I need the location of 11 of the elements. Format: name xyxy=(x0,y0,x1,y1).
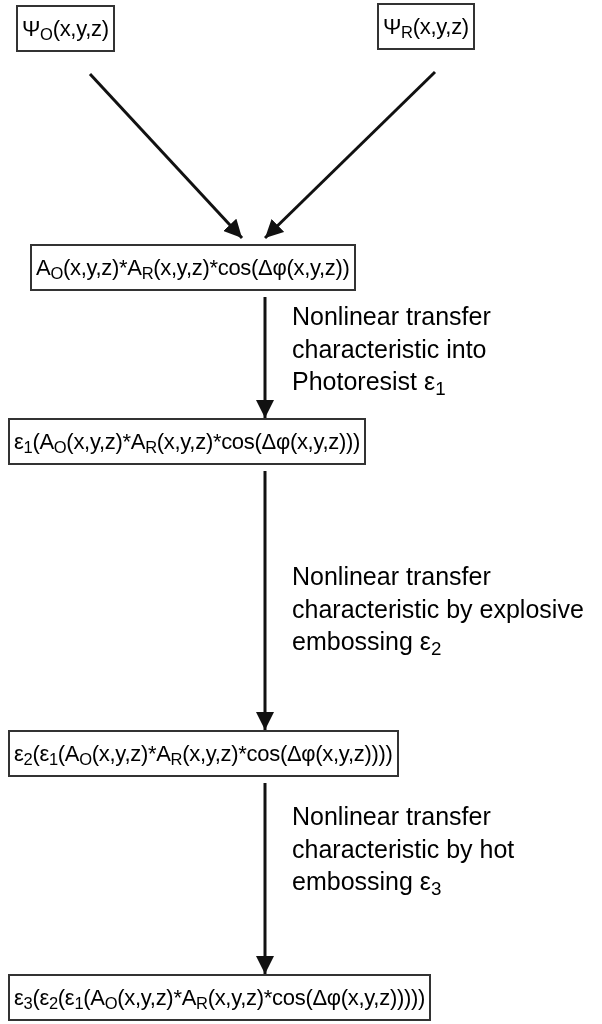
arrow xyxy=(256,471,274,730)
formula-box: Ψ$_{O}$(x,y,z) xyxy=(16,5,115,53)
arrow xyxy=(263,70,437,240)
arrow xyxy=(256,297,274,418)
formula-box: ε$_{1}$(A$_{O}$(x,y,z)*A$_{R}$(x,y,z)*cos(Δφ(x,y,z))) xyxy=(8,418,367,466)
arrow xyxy=(88,73,244,239)
arrow xyxy=(256,783,274,974)
formula-box: A$_{O}$(x,y,z)*A$_{R}$(x,y,z)*cos(Δφ(x,y,z)) xyxy=(30,244,356,292)
formula-box: Ψ$_{R}$(x,y,z) xyxy=(377,3,475,51)
formula-box: ε$_{3}$(ε$_{2}$(ε$_{1}$(A$_{O}$(x,y,z)*A$_{R}$(x,y,z)*cos(Δφ(x,y,z))))) xyxy=(8,974,432,1022)
formula-box: ε$_{2}$(ε$_{1}$(A$_{O}$(x,y,z)*A$_{R}$(x,y,z)*cos(Δφ(x,y,z)))) xyxy=(8,730,399,778)
